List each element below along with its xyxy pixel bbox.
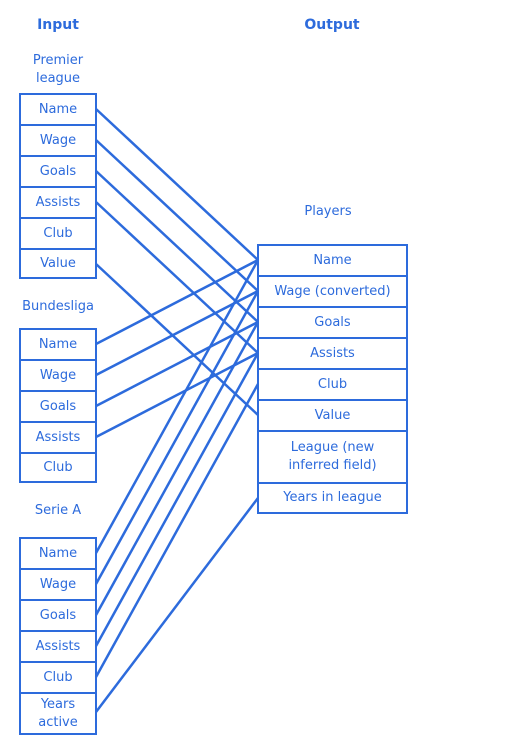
mapping-line-8: [95, 351, 259, 439]
mapping-line-11: [94, 321, 260, 616]
source-table-serie-a: Name Wage Goals Assists Club Years activ…: [19, 537, 97, 735]
mapping-line-0: [95, 108, 259, 261]
mapping-line-10: [94, 290, 260, 585]
field-premier-goals: Goals: [21, 157, 95, 188]
field-seriea-club: Club: [21, 663, 95, 694]
field-bundesliga-assists: Assists: [21, 423, 95, 454]
source-table-premier-league: Name Wage Goals Assists Club Value: [19, 93, 97, 279]
field-bundesliga-club: Club: [43, 459, 73, 475]
source-table-bundesliga: Name Wage Goals Assists Club: [19, 328, 97, 483]
field-seriea-goals: Goals: [21, 601, 95, 632]
mapping-line-5: [95, 258, 259, 346]
field-output-goals: Goals: [259, 308, 406, 339]
mapping-line-1: [95, 139, 259, 292]
field-output-league: League (new inferred field): [259, 432, 406, 484]
field-output-years-in-league: Years in league: [283, 490, 382, 505]
mapping-line-3: [95, 201, 259, 354]
source-title-serie-a: Serie A: [34, 503, 82, 518]
field-output-value: Value: [259, 401, 406, 432]
field-premier-name: Name: [21, 95, 95, 126]
mapping-line-4: [95, 263, 259, 416]
field-seriea-wage: Wage: [21, 570, 95, 601]
mapping-line-12: [94, 352, 260, 647]
field-bundesliga-wage: Wage: [21, 361, 95, 392]
field-premier-value: Value: [40, 255, 76, 271]
mapping-line-7: [95, 320, 259, 408]
field-output-club: Club: [259, 370, 406, 401]
mapping-line-9: [94, 259, 260, 554]
field-premier-club: Club: [21, 219, 95, 250]
output-heading: Output: [304, 17, 360, 33]
field-premier-assists: Assists: [21, 188, 95, 219]
field-bundesliga-name: Name: [21, 330, 95, 361]
output-title-players: Players: [304, 204, 352, 219]
field-seriea-years-active: Years active: [38, 696, 78, 730]
field-seriea-assists: Assists: [21, 632, 95, 663]
field-output-name: Name: [259, 246, 406, 277]
field-output-assists: Assists: [259, 339, 406, 370]
field-seriea-name: Name: [21, 539, 95, 570]
field-bundesliga-goals: Goals: [21, 392, 95, 423]
source-title-premier-league: Premier league: [32, 53, 84, 86]
input-heading: Input: [37, 17, 79, 33]
field-premier-wage: Wage: [21, 126, 95, 157]
mapping-line-13: [94, 383, 260, 678]
source-title-bundesliga: Bundesliga: [22, 299, 94, 314]
mapping-line-6: [95, 289, 259, 377]
output-table-players: Name Wage (converted) Goals Assists Club…: [257, 244, 408, 514]
mapping-line-14: [95, 497, 259, 713]
field-output-wage-converted: Wage (converted): [259, 277, 406, 308]
mapping-line-2: [95, 170, 259, 323]
